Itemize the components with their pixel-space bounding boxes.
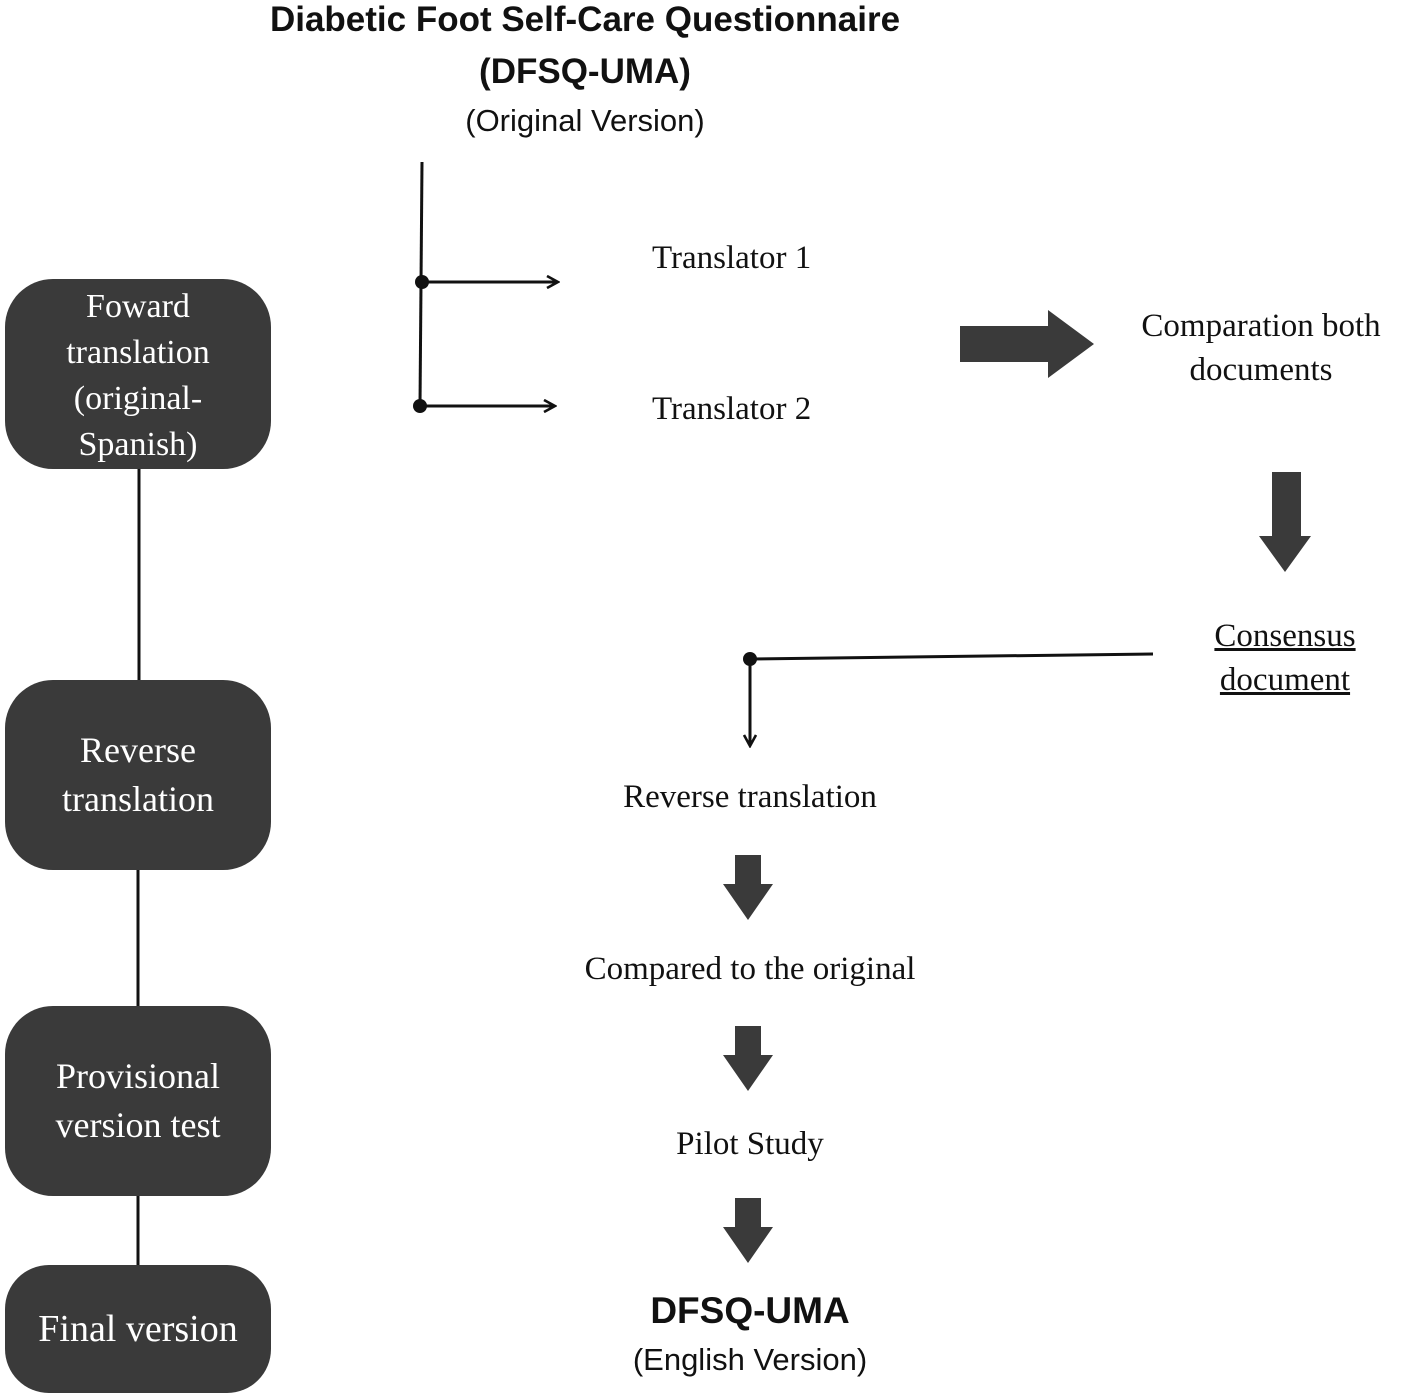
stage-label-line: translation xyxy=(66,334,210,372)
step-label-line: document xyxy=(1219,661,1351,698)
step-final-subtitle: (English Version) xyxy=(632,1342,868,1377)
step-label-line: documents xyxy=(1189,351,1333,388)
big-arrow-down-3 xyxy=(723,1198,773,1263)
consensus-connector-line xyxy=(749,652,1154,661)
step-compared-to-original: Compared to the original xyxy=(584,951,916,987)
stage-label-line: translation xyxy=(62,779,214,819)
big-arrow-down-consensus xyxy=(1259,472,1311,572)
big-arrow-down-1 xyxy=(723,855,773,920)
stage-provisional-version-test: Provisional version test xyxy=(5,1006,271,1196)
stage-label-line: (original- xyxy=(73,380,203,417)
step-reverse-translation: Reverse translation xyxy=(623,779,877,815)
step-label-line: Consensus xyxy=(1214,618,1356,654)
stage-reverse-translation: Reverse translation xyxy=(5,680,271,870)
big-arrow-right xyxy=(960,310,1094,378)
step-final-title: DFSQ-UMA xyxy=(650,1290,850,1331)
step-translator-2: Translator 2 xyxy=(652,391,812,427)
stage-forward-translation: Foward translation (original- Spanish) xyxy=(5,279,271,469)
stage-label-line: Foward xyxy=(86,288,190,326)
step-comparation: Comparation both documents xyxy=(1115,305,1406,393)
stage-label-line: Provisional xyxy=(55,1056,220,1097)
stage-label-line: Reverse xyxy=(80,730,196,771)
diagram-title-acronym: (DFSQ-UMA) xyxy=(479,52,691,91)
diagram-title: Diabetic Foot Self-Care Questionnaire xyxy=(269,0,901,39)
big-arrow-down-2 xyxy=(723,1026,773,1091)
step-pilot-study: Pilot Study xyxy=(676,1126,824,1162)
stage-label-line: version test xyxy=(55,1105,221,1145)
step-consensus-document: Consensus document xyxy=(1180,615,1390,703)
step-label-line: Comparation both xyxy=(1141,308,1381,344)
stage-final-version: Final version xyxy=(5,1265,271,1393)
stage-label-line: Final version xyxy=(38,1307,238,1350)
stage-label-line: Spanish) xyxy=(78,425,198,463)
step-translator-1: Translator 1 xyxy=(652,240,812,276)
diagram-subtitle: (Original Version) xyxy=(465,103,705,138)
